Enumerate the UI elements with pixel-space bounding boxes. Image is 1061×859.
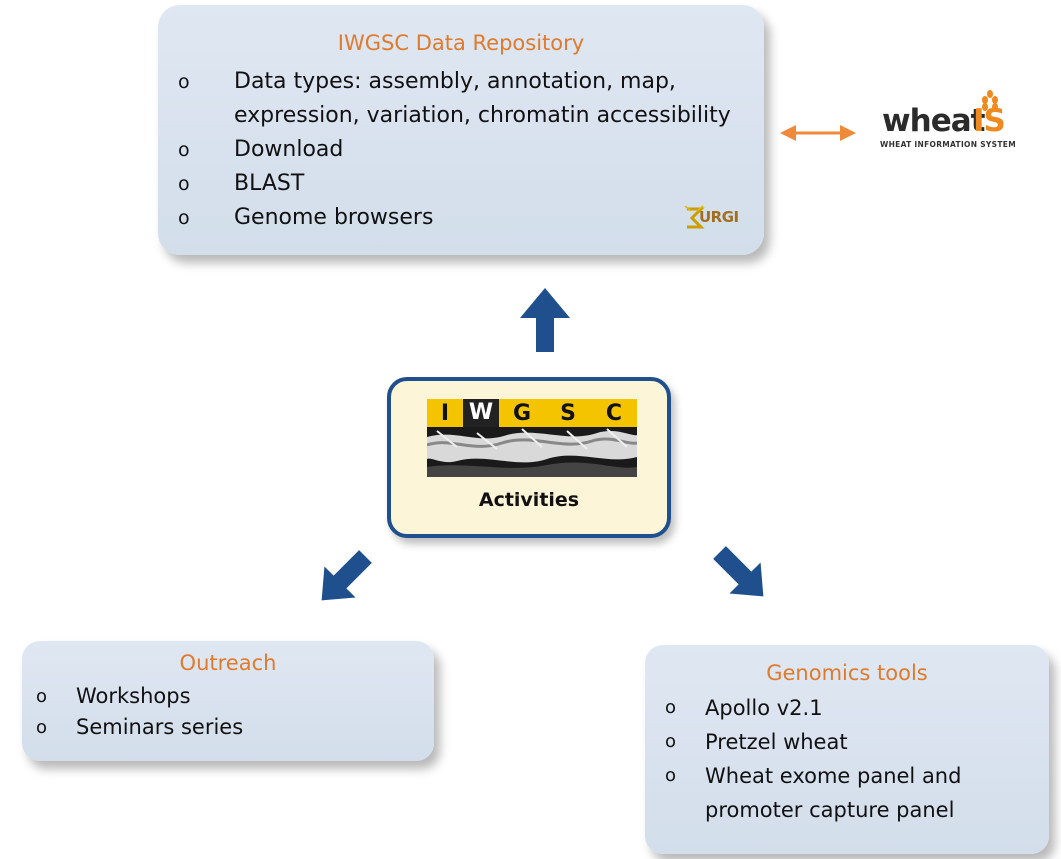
bullet-icon: o xyxy=(36,686,48,707)
list-item-text: Seminars series xyxy=(76,715,244,739)
genomics-tools-title: Genomics tools xyxy=(766,661,928,685)
logo-letter: S xyxy=(560,400,576,426)
data-repository-box: IWGSC Data Repository o Data types: asse… xyxy=(158,5,764,255)
urgi-logo-text: URGI xyxy=(699,208,739,226)
bullet-icon: o xyxy=(665,765,677,786)
wheat-ear-icon xyxy=(982,90,998,111)
genomics-tools-list: o Apollo v2.1 o Pretzel wheat o Wheat ex… xyxy=(665,691,1049,827)
up-arrow xyxy=(520,288,570,352)
list-item: o Seminars series xyxy=(36,712,434,743)
list-item-text: Apollo v2.1 xyxy=(705,696,823,720)
activities-label: Activities xyxy=(478,489,580,511)
bullet-icon: o xyxy=(178,173,190,195)
logo-letter: C xyxy=(605,400,623,426)
urgi-logo: URGI xyxy=(683,203,753,233)
list-item: o Apollo v2.1 xyxy=(665,691,1049,725)
data-repository-list: o Data types: assembly, annotation, map,… xyxy=(178,65,764,235)
list-item: o Workshops xyxy=(36,681,434,712)
list-item-text: Wheat exome panel and promoter capture p… xyxy=(705,764,962,822)
bullet-icon: o xyxy=(36,717,48,738)
list-item: o BLAST xyxy=(178,167,764,201)
double-arrow-icon xyxy=(780,125,856,141)
list-item: o Download xyxy=(178,133,764,167)
bullet-icon: o xyxy=(178,207,190,229)
bullet-icon: o xyxy=(178,139,190,161)
list-item-text: Pretzel wheat xyxy=(705,730,848,754)
activities-box: I W G S C Activities xyxy=(387,377,671,538)
list-item-text: Workshops xyxy=(76,684,191,708)
urgi-sigma-icon xyxy=(684,205,705,229)
list-item: o Pretzel wheat xyxy=(665,725,1049,759)
iwgsc-logo-banner: I W G S C xyxy=(427,399,637,427)
wheatis-logo: wheat IS WHEAT INFORMATION SYSTEM xyxy=(870,90,1050,160)
down-left-arrow xyxy=(321,550,372,601)
wheat-spike-image xyxy=(427,427,637,477)
outreach-box: Outreach o Workshops o Seminars series xyxy=(22,641,434,761)
outreach-title: Outreach xyxy=(179,651,277,675)
wheatis-suffix: IS xyxy=(973,103,1006,139)
list-item-text: Data types: assembly, annotation, map, e… xyxy=(234,69,731,128)
logo-letter: W xyxy=(463,399,499,427)
list-item-text: BLAST xyxy=(234,171,305,196)
wheatis-tagline: WHEAT INFORMATION SYSTEM xyxy=(880,140,1016,149)
list-item: o Data types: assembly, annotation, map,… xyxy=(178,65,764,133)
bullet-icon: o xyxy=(665,697,677,718)
wheatis-word: wheat xyxy=(882,103,985,139)
list-item-text: Genome browsers xyxy=(234,205,434,230)
down-right-arrow xyxy=(713,546,764,597)
logo-letter: I xyxy=(440,400,450,426)
list-item: o Genome browsers xyxy=(178,201,764,235)
list-item: o Wheat exome panel and promoter capture… xyxy=(665,759,1049,827)
data-repository-title: IWGSC Data Repository xyxy=(337,31,585,55)
bullet-icon: o xyxy=(178,71,190,93)
bullet-icon: o xyxy=(665,731,677,752)
logo-letter: G xyxy=(512,400,532,426)
list-item-text: Download xyxy=(234,137,344,162)
outreach-list: o Workshops o Seminars series xyxy=(36,681,434,743)
genomics-tools-box: Genomics tools o Apollo v2.1 o Pretzel w… xyxy=(645,645,1049,854)
